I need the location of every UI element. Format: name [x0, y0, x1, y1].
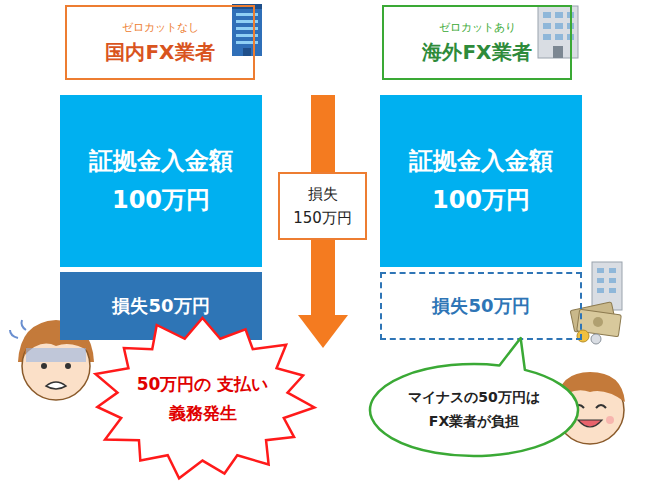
- total-loss-box: 損失 150万円: [278, 172, 367, 240]
- text-group: 証拠金入金額 100万円: [89, 147, 233, 215]
- company-header: ゼロカットなし国内FX業者: [65, 5, 255, 80]
- text-group: マイナスの50万円は FX業者が負担: [399, 386, 549, 434]
- text-group: 証拠金入金額 100万円: [409, 147, 553, 215]
- box-label: 損失 150万円: [292, 182, 354, 230]
- covered-loss-box: 損失50万円: [380, 272, 582, 340]
- starburst-shape: [96, 318, 315, 478]
- text-group: 損失50万円: [112, 295, 209, 317]
- building-icon: [232, 4, 262, 56]
- speech-bubble: マイナスの50万円は FX業者が負担: [368, 362, 580, 458]
- bubble-shape: [370, 338, 578, 456]
- box-label: 海外FX業者: [422, 40, 531, 64]
- text-group: ゼロカットなし国内FX業者: [105, 21, 214, 64]
- box-label: 100万円: [432, 186, 530, 215]
- arrow-head: [298, 315, 348, 348]
- deposit-box: 証拠金入金額 100万円: [60, 95, 262, 267]
- box-label: 損失50万円: [112, 295, 209, 317]
- text-group: ゼロカットあり海外FX業者: [422, 21, 531, 64]
- box-label: 50万円の 支払い義務発生: [137, 370, 269, 428]
- box-heading: 証拠金入金額: [89, 147, 233, 176]
- text-group: 損失 150万円: [292, 182, 354, 230]
- box-label: 損失50万円: [432, 295, 529, 317]
- box-label: 国内FX業者: [105, 40, 214, 64]
- money-icon: [570, 262, 622, 344]
- text-group: 50万円の 支払い義務発生: [137, 370, 269, 428]
- box-label: 100万円: [112, 186, 210, 215]
- box-heading: ゼロカットあり: [439, 21, 516, 34]
- box-heading: 証拠金入金額: [409, 147, 553, 176]
- bubble-outline: [368, 362, 580, 458]
- box-heading: ゼロカットなし: [122, 21, 199, 34]
- starburst-callout: 50万円の 支払い義務発生: [90, 318, 315, 480]
- box-label: マイナスの50万円は FX業者が負担: [399, 386, 549, 434]
- star-outline: [90, 318, 315, 480]
- text-group: 損失50万円: [432, 295, 529, 317]
- deposit-box: 証拠金入金額 100万円: [380, 95, 582, 267]
- building-icon: [538, 6, 578, 58]
- company-header: ゼロカットあり海外FX業者: [382, 5, 572, 80]
